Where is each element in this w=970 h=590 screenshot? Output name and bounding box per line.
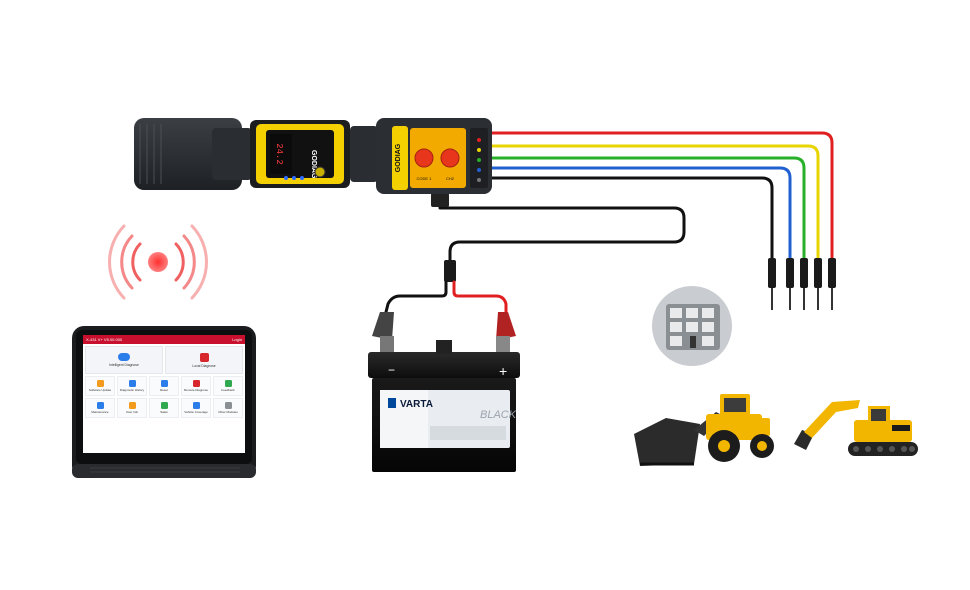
yellow-wire	[488, 144, 820, 264]
sales-icon	[160, 402, 168, 410]
black-wire	[488, 176, 774, 264]
tablet-header: X-431 V+ V5.00.000 Login	[83, 335, 245, 344]
red-button-left	[414, 148, 434, 168]
coverage-icon	[192, 402, 200, 410]
wheel-loader-icon	[634, 394, 774, 466]
tile-user-info[interactable]: User Info	[117, 398, 147, 418]
button-label-1: CODE 1	[417, 176, 433, 181]
intelligent-diagnose-card[interactable]: Intelligent Diagnose	[85, 346, 163, 374]
button-label-2: CH2	[446, 176, 455, 181]
tile-software-update[interactable]: Software Update	[85, 376, 115, 396]
car-battery: − + VARTA BLACK	[368, 312, 520, 472]
probe-pins	[768, 258, 836, 310]
tile-other-modules[interactable]: Other Modules	[213, 398, 243, 418]
tablet-screen: X-431 V+ V5.00.000 Login Intelligent Dia…	[83, 335, 245, 453]
battery-neg-terminal: −	[388, 363, 395, 377]
tile-label: Vehicle Coverage	[184, 409, 208, 414]
probe-wires	[488, 131, 834, 264]
ecu-connector-photo	[652, 286, 732, 366]
obd-connector	[134, 118, 252, 190]
tile-label: User Info	[125, 409, 139, 414]
module-brand-label: GODIAG	[310, 150, 317, 179]
excavator-icon	[794, 400, 918, 456]
remote-icon	[192, 380, 200, 388]
tile-vehicle-coverage[interactable]: Vehicle Coverage	[181, 398, 211, 418]
tile-label: Reset	[160, 387, 168, 392]
maintenance-icon	[96, 402, 104, 410]
battery-brand: VARTA	[400, 399, 433, 410]
tile-label: Other Modules	[218, 409, 238, 414]
car-icon	[199, 352, 209, 362]
tile-diagnostic-history[interactable]: Diagnostic History	[117, 376, 147, 396]
blue-wire	[488, 166, 792, 264]
green-wire	[488, 156, 806, 264]
tile-feedback[interactable]: Feedback	[213, 376, 243, 396]
tablet-login-link[interactable]: Login	[232, 337, 242, 342]
feedback-icon	[224, 380, 232, 388]
red-wire	[488, 131, 834, 264]
godiag-breakout-box: GODIAG CODE 1 CH2	[376, 118, 492, 194]
positive-clamp	[496, 312, 516, 354]
reset-icon	[160, 380, 168, 388]
negative-clamp	[372, 312, 394, 354]
card-label: Intelligent Diagnose	[109, 363, 139, 367]
tile-label: Sales	[160, 409, 168, 414]
tile-remote-diagnose[interactable]: Remote Diagnose	[181, 376, 211, 396]
tablet-header-title: X-431 V+ V5.00.000	[86, 337, 123, 342]
user-icon	[128, 402, 136, 410]
history-icon	[128, 380, 136, 388]
tile-sales[interactable]: Sales	[149, 398, 179, 418]
tile-maintenance[interactable]: Maintenance	[85, 398, 115, 418]
godiag-main-module: 24.2 GODIAG	[250, 120, 378, 188]
breakout-brand-label: GODIAG	[395, 143, 402, 172]
tile-label: Software Update	[88, 387, 112, 392]
cloud-icon	[118, 353, 130, 361]
wireless-signal-icon	[108, 224, 208, 300]
modules-icon	[224, 402, 232, 410]
tile-label: Diagnostic History	[119, 387, 145, 392]
battery-model: BLACK	[480, 409, 517, 421]
tile-label: Maintenance	[91, 409, 109, 414]
battery-pos-terminal: +	[499, 363, 507, 379]
power-cable	[384, 193, 686, 314]
tile-label: Feedback	[221, 387, 235, 392]
local-diagnose-card[interactable]: Local Diagnose	[165, 346, 243, 374]
card-label: Local Diagnose	[192, 363, 216, 368]
voltage-readout: 24.2	[274, 143, 284, 165]
tile-label: Remote Diagnose	[183, 387, 208, 392]
tile-reset[interactable]: Reset	[149, 376, 179, 396]
update-icon	[96, 380, 104, 388]
red-button-right	[440, 148, 460, 168]
